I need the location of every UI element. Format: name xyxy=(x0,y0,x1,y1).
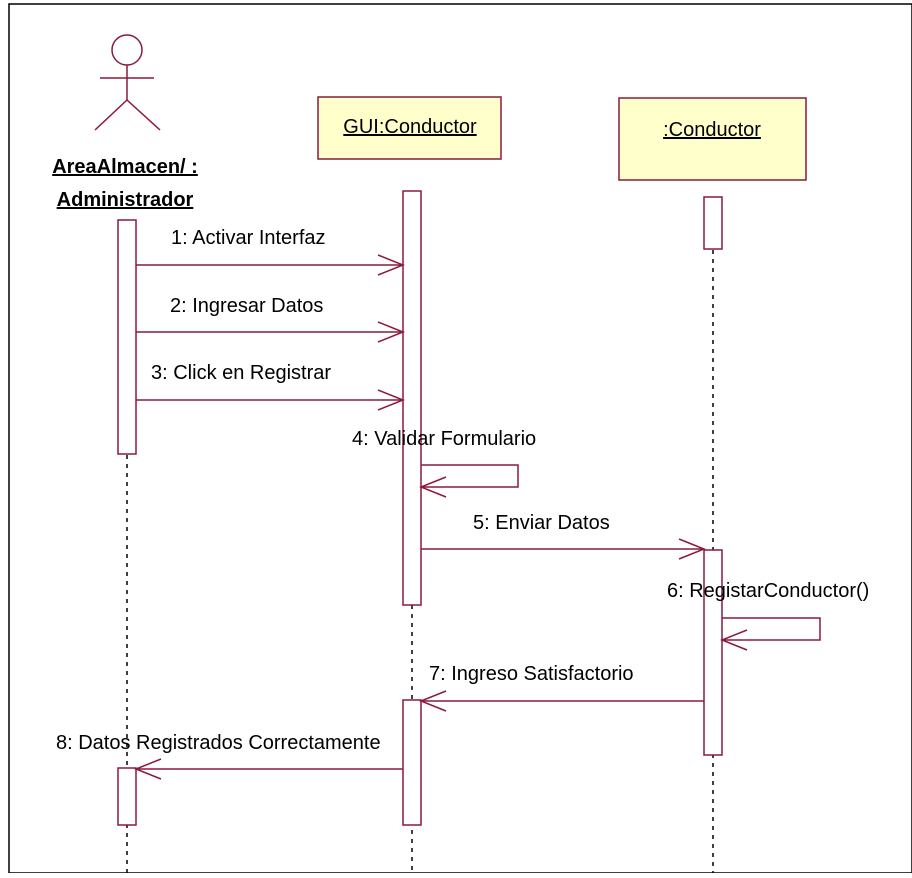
message-7-arrowhead xyxy=(418,690,447,712)
actor-name-line2: Administrador xyxy=(57,189,194,211)
activation-actor-1 xyxy=(117,219,137,455)
message-6-self-loop xyxy=(722,617,821,641)
activation-actor-2 xyxy=(117,767,137,826)
message-2-label: 2: Ingresar Datos xyxy=(170,295,323,317)
message-1-arrowhead xyxy=(377,254,406,276)
object-name-gui-conductor: GUI:Conductor xyxy=(343,116,477,138)
message-3-label: 3: Click en Registrar xyxy=(151,362,331,384)
message-4-label: 4: Validar Formulario xyxy=(352,428,536,450)
activation-gui-2 xyxy=(402,699,422,826)
message-2-arrowhead xyxy=(377,321,406,343)
message-6-arrowhead xyxy=(719,629,748,651)
actor-administrador xyxy=(94,34,161,131)
activation-conductor-1 xyxy=(703,196,723,250)
message-8-arrowhead xyxy=(133,758,162,780)
message-5-label: 5: Enviar Datos xyxy=(473,512,610,534)
message-6-label: 6: RegistarConductor() xyxy=(667,580,869,602)
message-8-label: 8: Datos Registrados Correctamente xyxy=(56,732,381,754)
message-1-label: 1: Activar Interfaz xyxy=(171,227,326,249)
object-name-conductor: :Conductor xyxy=(663,119,761,141)
message-4-arrowhead xyxy=(418,476,447,498)
actor-left-leg xyxy=(94,99,128,131)
object-box-gui-conductor xyxy=(317,96,502,160)
activation-gui-1 xyxy=(402,190,422,606)
message-4-self-loop xyxy=(421,464,519,488)
actor-right-leg xyxy=(126,99,161,131)
message-5-arrowhead xyxy=(678,538,707,560)
object-box-conductor xyxy=(618,97,807,181)
message-7-label: 7: Ingreso Satisfactorio xyxy=(429,663,634,685)
message-3-arrowhead xyxy=(377,389,406,411)
activation-conductor-2 xyxy=(703,549,723,756)
actor-name-line1: AreaAlmacen/ : xyxy=(52,156,198,178)
